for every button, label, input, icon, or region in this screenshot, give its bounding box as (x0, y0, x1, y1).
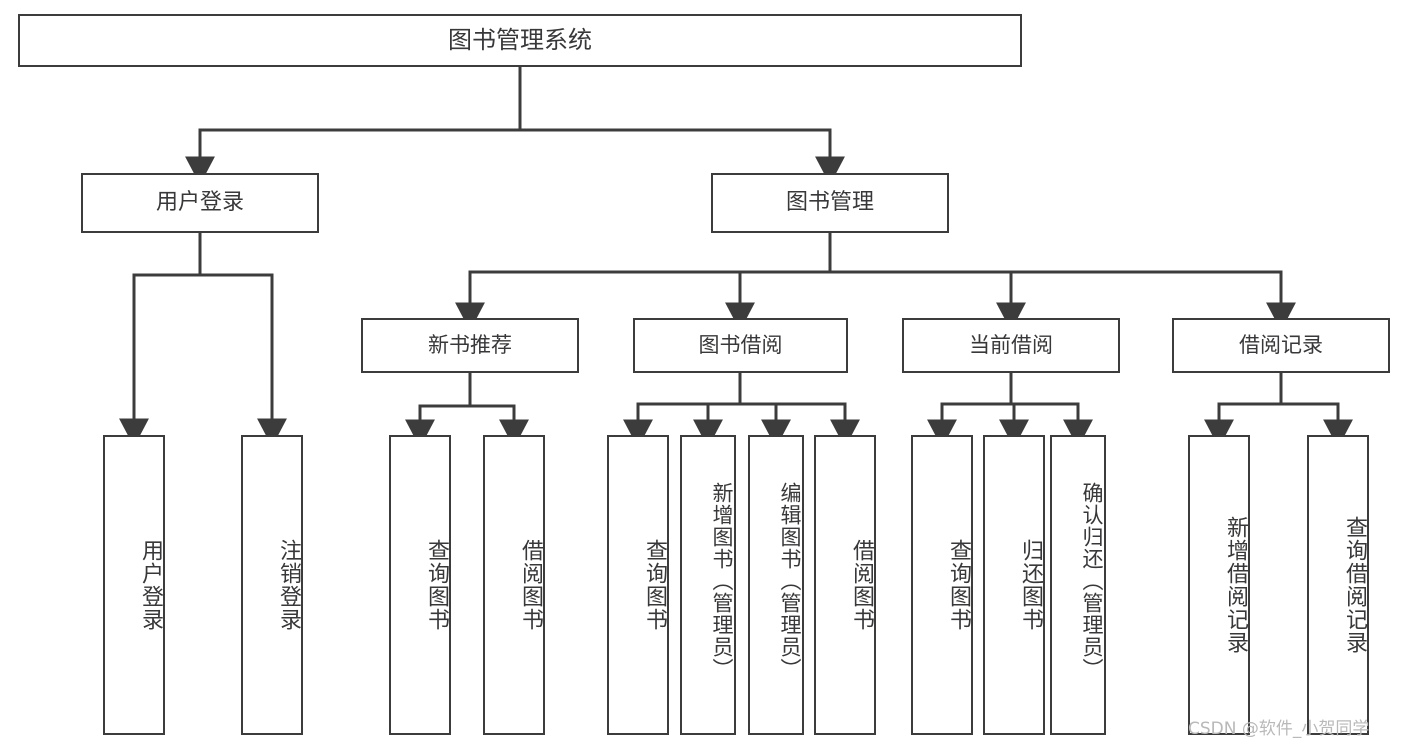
node-leaf-user-logout[interactable]: 注销登录 (241, 435, 303, 735)
node-current-borrow[interactable]: 当前借阅 (902, 318, 1120, 373)
node-leaf-confirm-return[interactable]: 确认归还（管理员） (1050, 435, 1106, 735)
node-leaf-return-book-label: 归还图书 (1018, 539, 1043, 631)
node-leaf-add-record[interactable]: 新增借阅记录 (1188, 435, 1250, 735)
node-book-borrow[interactable]: 图书借阅 (633, 318, 848, 373)
node-leaf-borrow-book-1[interactable]: 借阅图书 (483, 435, 545, 735)
node-root-label: 图书管理系统 (448, 25, 592, 54)
node-borrow-record-label: 借阅记录 (1239, 332, 1323, 357)
node-leaf-borrow-book-2[interactable]: 借阅图书 (814, 435, 876, 735)
node-leaf-query-book-1[interactable]: 查询图书 (389, 435, 451, 735)
node-current-borrow-label: 当前借阅 (969, 332, 1053, 357)
node-leaf-add-book[interactable]: 新增图书（管理员） (680, 435, 736, 735)
node-leaf-confirm-return-label: 确认归还（管理员） (1080, 482, 1104, 680)
node-leaf-add-record-label: 新增借阅记录 (1223, 516, 1248, 654)
node-book-manage-label: 图书管理 (785, 189, 874, 215)
node-new-book-recommend[interactable]: 新书推荐 (361, 318, 579, 373)
watermark: CSDN @软件_小贺同学 (1188, 719, 1370, 739)
node-leaf-borrow-book-2-label: 借阅图书 (849, 539, 874, 631)
node-leaf-query-book-3[interactable]: 查询图书 (911, 435, 973, 735)
node-leaf-user-login[interactable]: 用户登录 (103, 435, 165, 735)
node-leaf-return-book[interactable]: 归还图书 (983, 435, 1045, 735)
node-leaf-query-record-label: 查询借阅记录 (1342, 516, 1367, 654)
node-leaf-edit-book[interactable]: 编辑图书（管理员） (748, 435, 804, 735)
node-book-borrow-label: 图书借阅 (698, 332, 783, 357)
node-root[interactable]: 图书管理系统 (18, 14, 1022, 67)
node-leaf-query-book-2[interactable]: 查询图书 (607, 435, 669, 735)
node-leaf-user-login-label: 用户登录 (138, 539, 163, 631)
node-leaf-user-logout-label: 注销登录 (276, 539, 301, 631)
node-leaf-query-record[interactable]: 查询借阅记录 (1307, 435, 1369, 735)
node-new-book-recommend-label: 新书推荐 (428, 332, 512, 357)
node-leaf-query-book-2-label: 查询图书 (642, 539, 667, 631)
node-leaf-add-book-label: 新增图书（管理员） (710, 482, 734, 680)
node-leaf-query-book-3-label: 查询图书 (946, 539, 971, 631)
node-user-login[interactable]: 用户登录 (81, 173, 319, 233)
node-leaf-edit-book-label: 编辑图书（管理员） (778, 482, 802, 680)
node-book-manage[interactable]: 图书管理 (711, 173, 949, 233)
node-user-login-label: 用户登录 (155, 189, 244, 215)
node-leaf-borrow-book-1-label: 借阅图书 (518, 539, 543, 631)
node-borrow-record[interactable]: 借阅记录 (1172, 318, 1390, 373)
node-leaf-query-book-1-label: 查询图书 (424, 539, 449, 631)
